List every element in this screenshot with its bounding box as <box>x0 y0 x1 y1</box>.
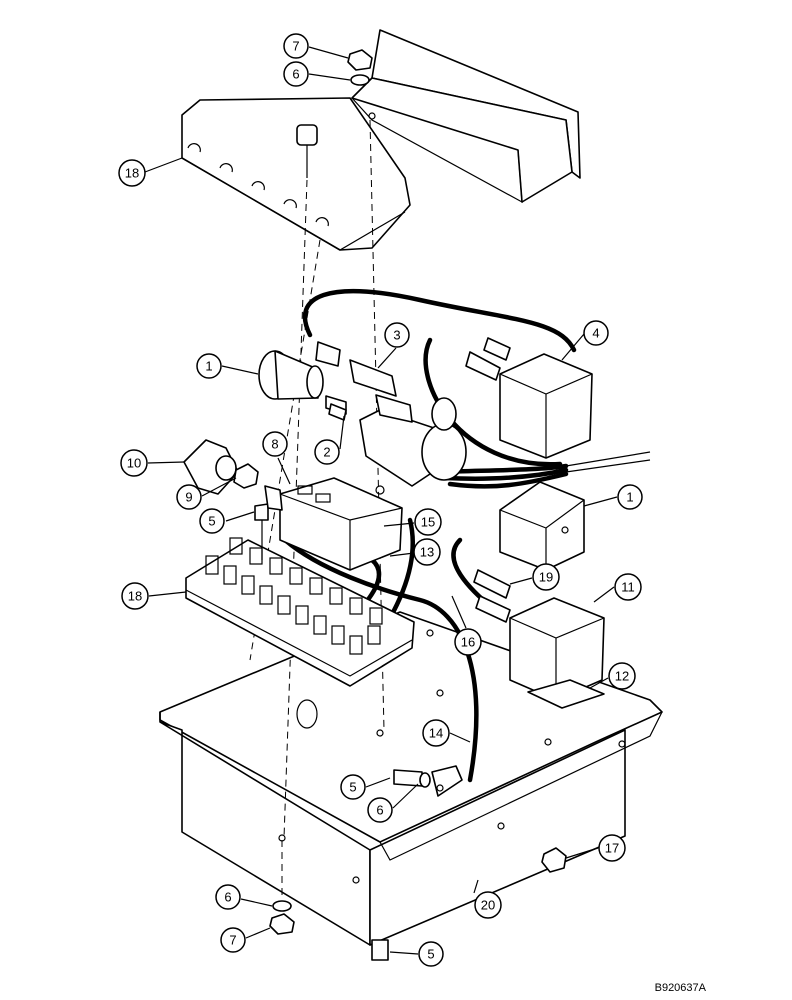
svg-text:13: 13 <box>420 545 434 560</box>
callout-2: 2 <box>314 439 340 465</box>
switch-assembly <box>258 341 397 415</box>
callout-17: 17 <box>598 834 626 862</box>
svg-text:19: 19 <box>539 570 553 585</box>
callout-20: 20 <box>474 891 502 919</box>
callout-18-block: 18 <box>121 582 149 610</box>
svg-text:7: 7 <box>292 39 299 54</box>
flasher-module <box>279 477 403 571</box>
callout-1-bracket: 1 <box>617 484 643 510</box>
callout-14: 14 <box>422 719 450 747</box>
callout-5-terminal: 5 <box>199 508 225 534</box>
callout-6-bottom: 6 <box>215 884 241 910</box>
callout-6-top: 6 <box>283 61 309 87</box>
callout-8: 8 <box>262 431 288 457</box>
relay-lower <box>473 569 605 701</box>
svg-text:1: 1 <box>626 490 633 505</box>
callout-19: 19 <box>532 563 560 591</box>
callout-12: 12 <box>608 662 636 690</box>
callout-9: 9 <box>176 484 202 510</box>
light-housing <box>183 439 259 495</box>
terminal-block <box>185 537 415 687</box>
callout-4: 4 <box>583 320 609 346</box>
small-hardware <box>254 403 605 961</box>
svg-text:5: 5 <box>349 780 356 795</box>
top-nut-washer <box>347 49 373 86</box>
leader-lines <box>144 46 618 955</box>
callout-10: 10 <box>120 449 148 477</box>
callout-11: 11 <box>614 573 642 601</box>
svg-text:5: 5 <box>427 947 434 962</box>
svg-text:11: 11 <box>621 580 635 595</box>
callout-5-bolt: 5 <box>340 774 366 800</box>
callout-13: 13 <box>413 538 441 566</box>
svg-text:15: 15 <box>421 515 435 530</box>
svg-text:8: 8 <box>271 437 278 452</box>
svg-text:6: 6 <box>376 803 383 818</box>
svg-text:2: 2 <box>323 445 330 460</box>
svg-text:6: 6 <box>292 67 299 82</box>
svg-text:9: 9 <box>185 490 192 505</box>
callout-3: 3 <box>384 322 410 348</box>
svg-text:14: 14 <box>429 726 443 741</box>
svg-text:12: 12 <box>615 669 629 684</box>
callout-16: 16 <box>454 628 482 656</box>
top-cover <box>351 29 581 204</box>
callout-7-top: 7 <box>283 33 309 59</box>
svg-text:6: 6 <box>224 890 231 905</box>
callout-7-bottom: 7 <box>220 927 246 953</box>
callout-6-washer: 6 <box>367 797 393 823</box>
drawing-code: B920637A <box>654 982 706 994</box>
callout-18-top: 18 <box>118 159 146 187</box>
relay-upper <box>465 337 593 459</box>
svg-text:5: 5 <box>208 514 215 529</box>
terminal-cover <box>181 97 411 251</box>
svg-text:1: 1 <box>205 359 212 374</box>
relay-bracket <box>499 481 585 571</box>
callout-1-switch: 1 <box>196 353 222 379</box>
svg-text:18: 18 <box>128 589 142 604</box>
svg-text:20: 20 <box>481 898 495 913</box>
svg-text:17: 17 <box>605 841 619 856</box>
svg-text:18: 18 <box>125 166 139 181</box>
svg-text:10: 10 <box>127 456 141 471</box>
callout-5-bottom: 5 <box>418 941 444 967</box>
svg-text:7: 7 <box>229 933 236 948</box>
svg-text:4: 4 <box>592 326 599 341</box>
rotary-selector <box>359 394 467 495</box>
callout-15: 15 <box>414 508 442 536</box>
svg-text:16: 16 <box>461 635 475 650</box>
svg-text:3: 3 <box>393 328 400 343</box>
